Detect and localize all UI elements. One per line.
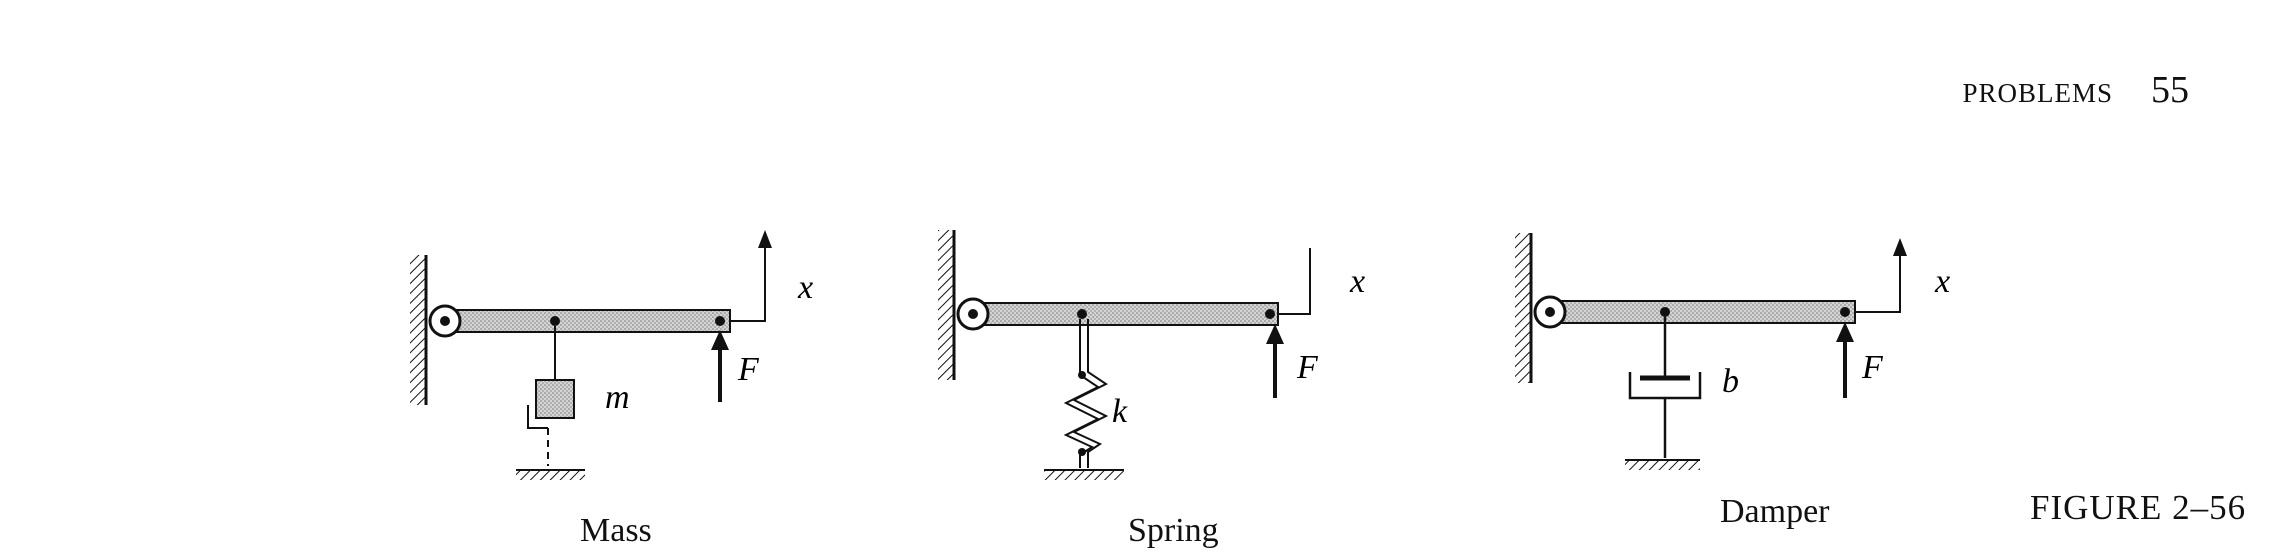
spring-symbol: k bbox=[1112, 393, 1128, 430]
beam bbox=[967, 302, 1279, 326]
wall-hatch bbox=[1515, 233, 1531, 383]
figure-label: FIGURE 2–56 bbox=[2030, 488, 2247, 527]
force-label: F bbox=[1861, 349, 1884, 386]
displacement-label: x bbox=[797, 269, 813, 306]
caption-damper: Damper bbox=[1720, 493, 1830, 530]
beam bbox=[1544, 300, 1856, 324]
damper-symbol: b bbox=[1722, 363, 1739, 400]
page-header: PROBLEMS 55 bbox=[1962, 68, 2189, 112]
section-title: PROBLEMS bbox=[1962, 78, 2113, 108]
force-arrow-icon bbox=[711, 330, 729, 350]
panel-mass: x F m bbox=[410, 230, 813, 480]
mass-symbol: m bbox=[605, 379, 630, 416]
beam bbox=[439, 309, 731, 333]
wall-hatch bbox=[410, 255, 426, 405]
displacement-arrow-icon bbox=[758, 230, 772, 248]
ground-hatch bbox=[1044, 470, 1124, 480]
page-number: 55 bbox=[2151, 69, 2189, 111]
force-arrow-icon bbox=[1836, 322, 1854, 342]
ground-hatch bbox=[516, 470, 585, 480]
spring-icon bbox=[1063, 319, 1109, 468]
caption-mass: Mass bbox=[580, 512, 652, 549]
panel-spring: x F k bbox=[938, 230, 1365, 480]
damper-icon bbox=[1628, 317, 1702, 458]
mass-block bbox=[535, 379, 575, 419]
ground-hatch bbox=[1625, 460, 1700, 470]
displacement-label: x bbox=[1934, 263, 1950, 300]
force-label: F bbox=[1296, 349, 1319, 386]
force-arrow-icon bbox=[1266, 324, 1284, 344]
wall-hatch bbox=[938, 230, 954, 380]
displacement-arrow-icon bbox=[1893, 238, 1907, 256]
caption-spring: Spring bbox=[1128, 512, 1219, 549]
force-label: F bbox=[737, 351, 760, 388]
displacement-label: x bbox=[1349, 263, 1365, 300]
panel-damper: x F b bbox=[1515, 233, 1950, 470]
